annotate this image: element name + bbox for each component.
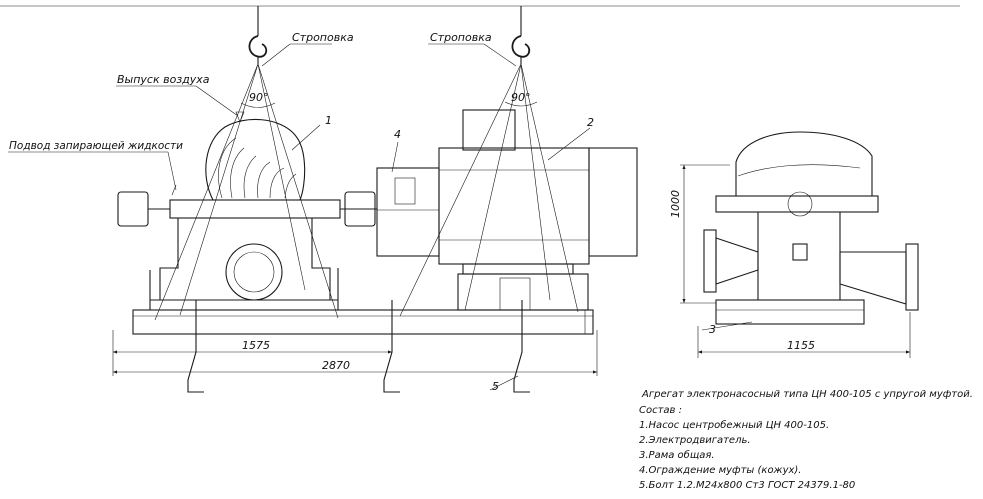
base-frame: [132, 268, 594, 335]
electric-motor: [438, 109, 638, 275]
sling-ropes-left: [154, 63, 339, 321]
callout-3: 3: [709, 323, 716, 336]
dimension-2870: 2870: [322, 359, 350, 372]
angle-label-right: 90°: [511, 91, 531, 104]
coupling-guard: [376, 167, 440, 257]
leader-lines: [8, 43, 591, 391]
centrifugal-pump: [117, 111, 377, 301]
slinging-label-left: Строповка: [292, 31, 354, 44]
slinging-label-right: Строповка: [430, 31, 492, 44]
notes-item-2: 2.Электродвигатель.: [639, 435, 751, 446]
notes-item-4: 4.Ограждение муфты (кожух).: [639, 465, 801, 476]
sealing-supply-label: Подвод запирающей жидкости: [9, 140, 183, 152]
foundation-bolts: [187, 300, 530, 393]
dimension-1000: 1000: [669, 190, 682, 218]
angle-label-left: 90°: [249, 91, 269, 104]
dimension-lines-front: [112, 330, 598, 376]
sling-ropes-right: [399, 63, 579, 317]
crane-hook-right: [511, 6, 531, 64]
notes-item-3: 3.Рама общая.: [639, 449, 715, 461]
dimension-1155: 1155: [787, 339, 815, 352]
notes-title: Агрегат электронасосный типа ЦН 400-105 …: [641, 389, 973, 400]
front-view: [8, 6, 638, 393]
callout-2: 2: [587, 116, 594, 129]
dimension-1575: 1575: [242, 339, 270, 352]
notes-composition-header: Состав :: [639, 405, 682, 416]
side-view: [680, 131, 919, 358]
crane-hook-left: [248, 6, 268, 64]
callout-4: 4: [394, 128, 401, 141]
callout-1: 1: [325, 114, 332, 127]
notes-item-5: 5.Болт 1.2.М24х800 Ст3 ГОСТ 24379.1-80: [639, 480, 855, 491]
air-release-label: Выпуск воздуха: [117, 73, 210, 86]
notes-item-1: 1.Насос центробежный ЦН 400-105.: [639, 419, 829, 431]
callout-5: 5: [492, 380, 499, 393]
